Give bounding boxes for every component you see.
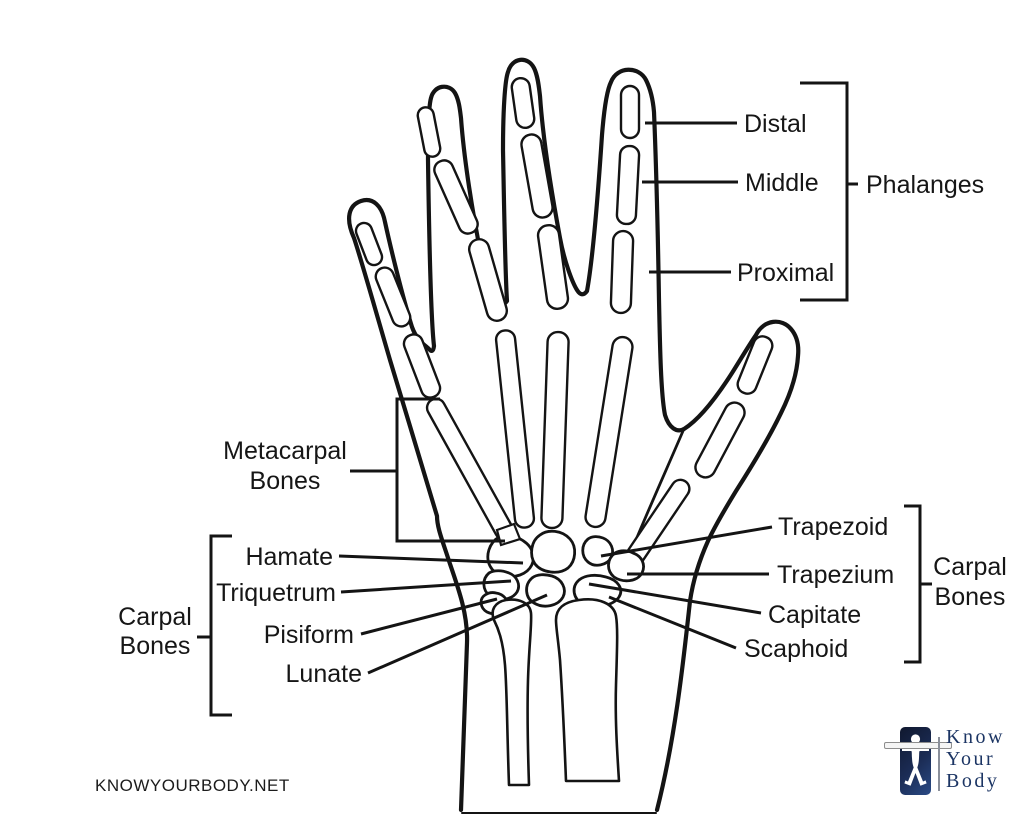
hamate-bone — [486, 534, 535, 579]
website-watermark: KNOWYOURBODY.NET — [95, 776, 290, 795]
thumb-bones — [694, 335, 774, 479]
bone-labels: Distal Middle Proximal Phalanges Metacar… — [118, 110, 1007, 688]
logo-text: Know Your Body — [946, 726, 1005, 792]
leader-triquetrum — [340, 579, 512, 594]
label-carpal-left-line2: Bones — [120, 632, 191, 660]
phalanges-bracket — [800, 81, 849, 302]
logo-text-line2: Your — [946, 748, 996, 770]
index-finger-bones — [609, 84, 641, 315]
leader-trapezoid — [600, 525, 773, 558]
carpal-left-bracket — [209, 534, 232, 717]
ulna-bone — [491, 598, 533, 787]
pinky-finger-bones — [354, 221, 442, 399]
metacarpal-bracket — [395, 397, 505, 543]
carpal-right-bracket — [904, 504, 922, 664]
human-figure-icon — [902, 734, 929, 786]
leader-scaphoid — [608, 595, 737, 650]
label-scaphoid: Scaphoid — [744, 635, 848, 663]
label-trapezoid: Trapezoid — [778, 513, 888, 541]
capitate-bone — [530, 529, 577, 574]
label-metacarpal-line1: Metacarpal — [223, 437, 347, 465]
logo-figure-box — [900, 727, 931, 795]
logo-text-line1: Know — [946, 726, 1005, 748]
leader-hamate — [338, 554, 524, 565]
label-distal: Distal — [744, 110, 807, 138]
label-proximal: Proximal — [737, 259, 834, 287]
label-capitate: Capitate — [768, 601, 861, 629]
label-middle: Middle — [745, 169, 819, 197]
ring-finger-bones — [416, 106, 509, 322]
leader-capitate — [588, 582, 762, 615]
label-carpal-left-line1: Carpal — [118, 603, 192, 631]
leader-lines — [338, 121, 773, 675]
middle-finger-bones — [510, 76, 570, 310]
label-triquetrum: Triquetrum — [216, 579, 336, 607]
brackets — [197, 81, 932, 717]
leader-pisiform — [360, 597, 498, 636]
label-lunate: Lunate — [286, 660, 362, 688]
label-phalanges: Phalanges — [866, 171, 984, 199]
logo-separator — [938, 737, 940, 791]
label-carpal-right-line1: Carpal — [933, 553, 1007, 581]
measuring-tape-icon — [884, 742, 952, 749]
forearm-bones — [491, 598, 621, 787]
logo-text-line3: Body — [946, 770, 1000, 792]
leader-lunate — [367, 593, 548, 675]
label-hamate: Hamate — [245, 543, 333, 571]
label-metacarpal-line2: Bones — [250, 467, 321, 495]
label-trapezium: Trapezium — [777, 561, 894, 589]
label-pisiform: Pisiform — [264, 621, 354, 649]
radius-bone — [554, 598, 621, 783]
label-carpal-right-line2: Bones — [935, 583, 1006, 611]
know-your-body-logo: Know Your Body — [884, 718, 1020, 808]
